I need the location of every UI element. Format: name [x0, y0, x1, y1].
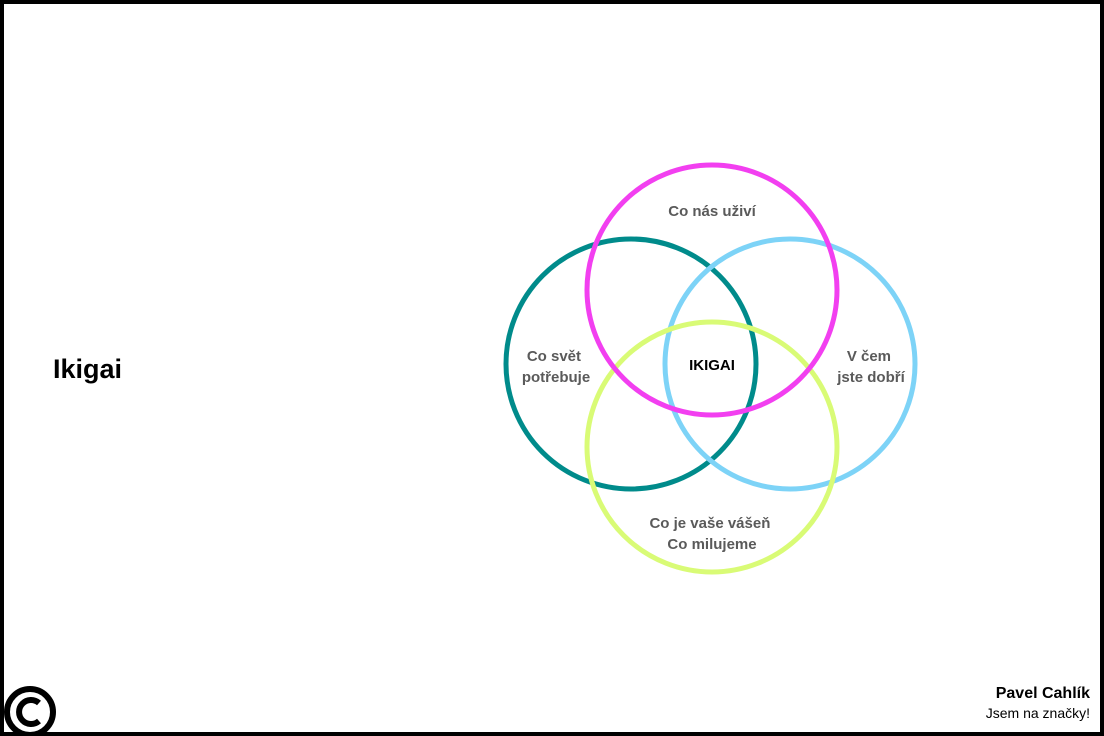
copyright-icon [4, 686, 56, 732]
author-tagline: Jsem na značky! [985, 705, 1090, 721]
circle-top [584, 162, 840, 418]
circle-right [662, 236, 918, 492]
author-name: Pavel Cahlík [995, 685, 1090, 702]
label-center: IKIGAI [689, 357, 735, 374]
label-bottom: Co je vaše vášeň Co milujeme [649, 515, 774, 553]
circle-left [503, 236, 759, 492]
ikigai-venn-diagram: Co nás uživí Co svět potřebuje V čem jst… [503, 162, 918, 575]
label-left: Co svět potřebuje [522, 348, 590, 386]
author-block: Pavel Cahlík Jsem na značky! [986, 684, 1090, 722]
label-top: Co nás uživí [668, 203, 756, 220]
label-right: V čem jste dobří [836, 348, 905, 386]
page-title: Ikigai [53, 354, 123, 384]
circle-bottom [584, 319, 840, 575]
